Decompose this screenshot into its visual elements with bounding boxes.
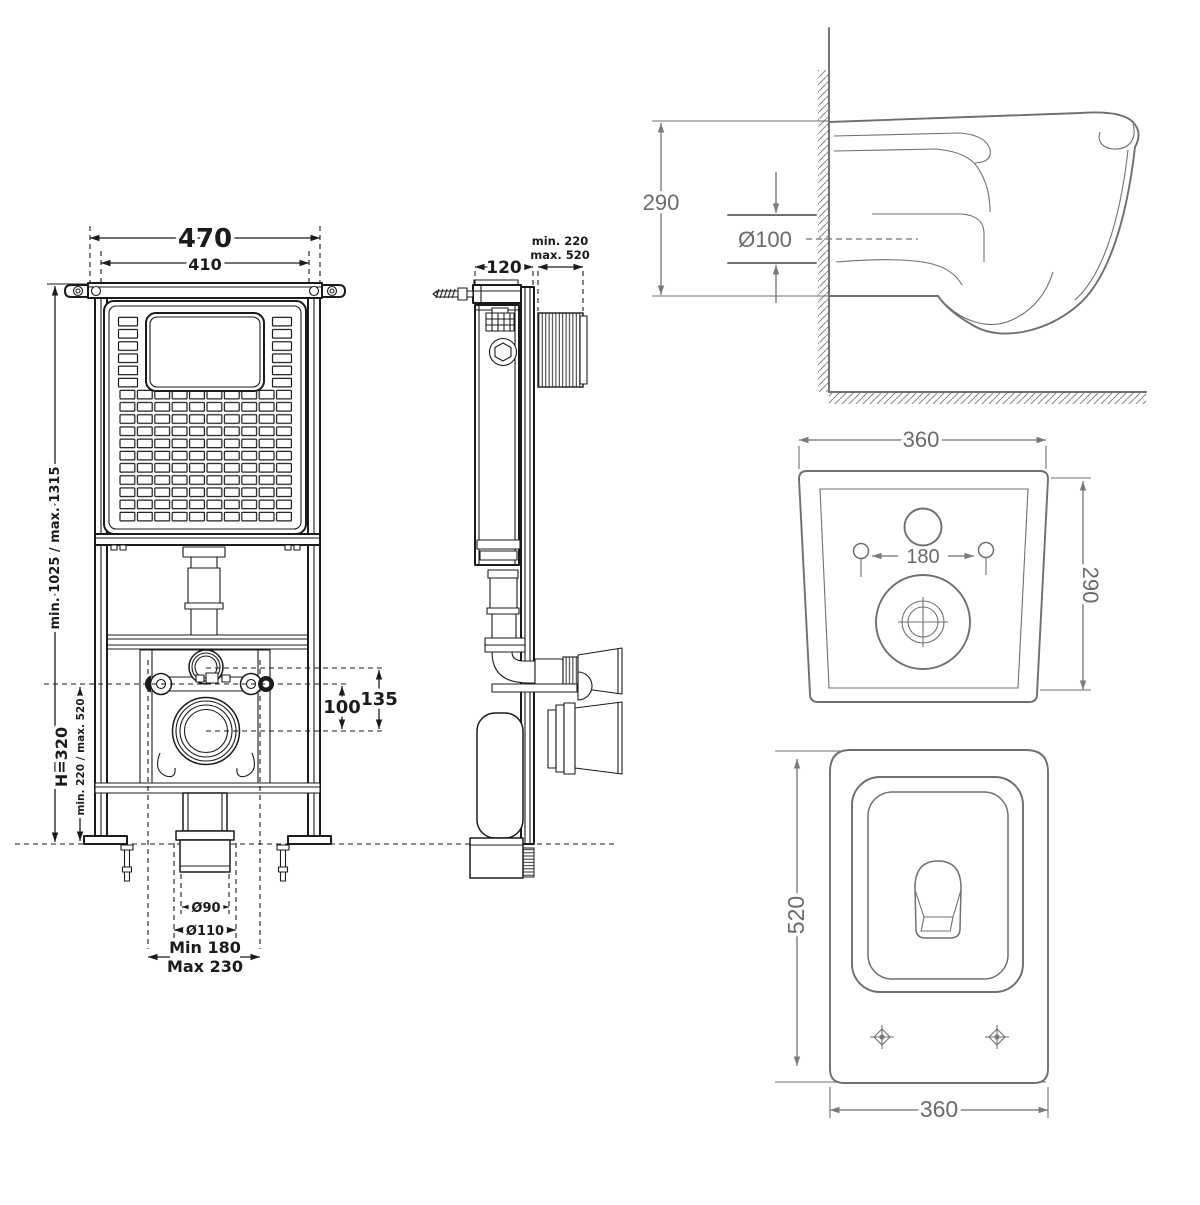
wall-hatch <box>818 70 829 392</box>
wall-sleeve <box>537 312 584 388</box>
dim-wall-offset-max: max. 520 <box>530 248 590 262</box>
left-foot <box>83 835 128 845</box>
dim-profile-height: 290 <box>643 190 680 215</box>
dim-overall-width: 470 <box>178 224 232 254</box>
axis-lines <box>44 667 384 732</box>
top-extension-lines <box>89 226 321 283</box>
dim-height-range: min. 1025 / max. 1315 <box>48 466 63 629</box>
left-anchor-bolt <box>120 844 134 882</box>
pan-outline <box>828 111 1140 335</box>
front-view <box>64 282 346 882</box>
support-plate <box>491 683 578 693</box>
dim-plan-width: 360 <box>920 1096 958 1122</box>
dim-frame-width: 410 <box>188 255 221 274</box>
plan-view: 520 360 <box>775 749 1049 1126</box>
dim-drain-min: Min 180 <box>169 938 241 957</box>
left-fixing-hole <box>852 542 870 560</box>
flush-inlet-hole <box>903 507 943 547</box>
access-panel <box>145 312 265 392</box>
side-rail <box>520 286 535 845</box>
cistern-left-cells <box>117 316 139 390</box>
dim-back-height: 290 <box>1078 567 1103 604</box>
floor-hatch <box>829 393 1146 404</box>
right-anchor-bolt <box>276 844 290 882</box>
drain-elbow <box>469 712 535 879</box>
dim-h-height: H=320 <box>52 727 71 787</box>
dim-drain-max: Max 230 <box>167 957 243 976</box>
dim-135: 135 <box>360 689 398 710</box>
front-dimensions: 470 410 min. 1025 / max. 1315 H=320 min.… <box>45 221 402 977</box>
dim-wall-offset-min: min. 220 <box>532 234 589 248</box>
bottom-rail <box>94 782 321 794</box>
cross-member <box>107 634 308 650</box>
dim-back-width: 360 <box>903 427 940 452</box>
cistern-grid <box>119 389 293 524</box>
dim-outlet-diameter: Ø100 <box>738 227 792 252</box>
side-view <box>432 279 623 879</box>
dim-100: 100 <box>323 697 361 718</box>
threaded-rod <box>432 287 474 301</box>
mid-rail <box>94 533 321 546</box>
fill-valve <box>485 312 515 332</box>
profile-view: 290 Ø100 <box>639 27 1147 404</box>
dim-depth: 120 <box>486 258 522 278</box>
flush-bend-pipe <box>534 658 564 686</box>
dim-drain-d90: Ø90 <box>191 901 220 916</box>
flush-pipe-side <box>484 569 536 684</box>
side-top-bracket <box>472 284 522 304</box>
side-dimensions: 120 min. 220 max. 520 <box>475 234 590 282</box>
drain-cone <box>547 701 623 775</box>
dim-bolt-height-range: min. 220 / max. 520 <box>75 698 87 815</box>
top-rail <box>87 282 323 299</box>
drain-extension-lines <box>147 660 261 949</box>
back-view: 180 360 290 <box>798 424 1107 703</box>
flush-pipe-front <box>182 546 226 636</box>
inlet-nut <box>488 337 518 367</box>
right-fixing-hole <box>977 541 995 559</box>
right-foot <box>287 835 332 845</box>
dim-drain-d110: Ø110 <box>186 924 224 939</box>
dim-plan-length: 520 <box>783 896 809 934</box>
cistern-right-cells <box>271 316 293 390</box>
drain-outlet-front <box>175 792 235 873</box>
dim-hole-spacing: 180 <box>906 546 939 568</box>
flush-well <box>914 860 962 939</box>
